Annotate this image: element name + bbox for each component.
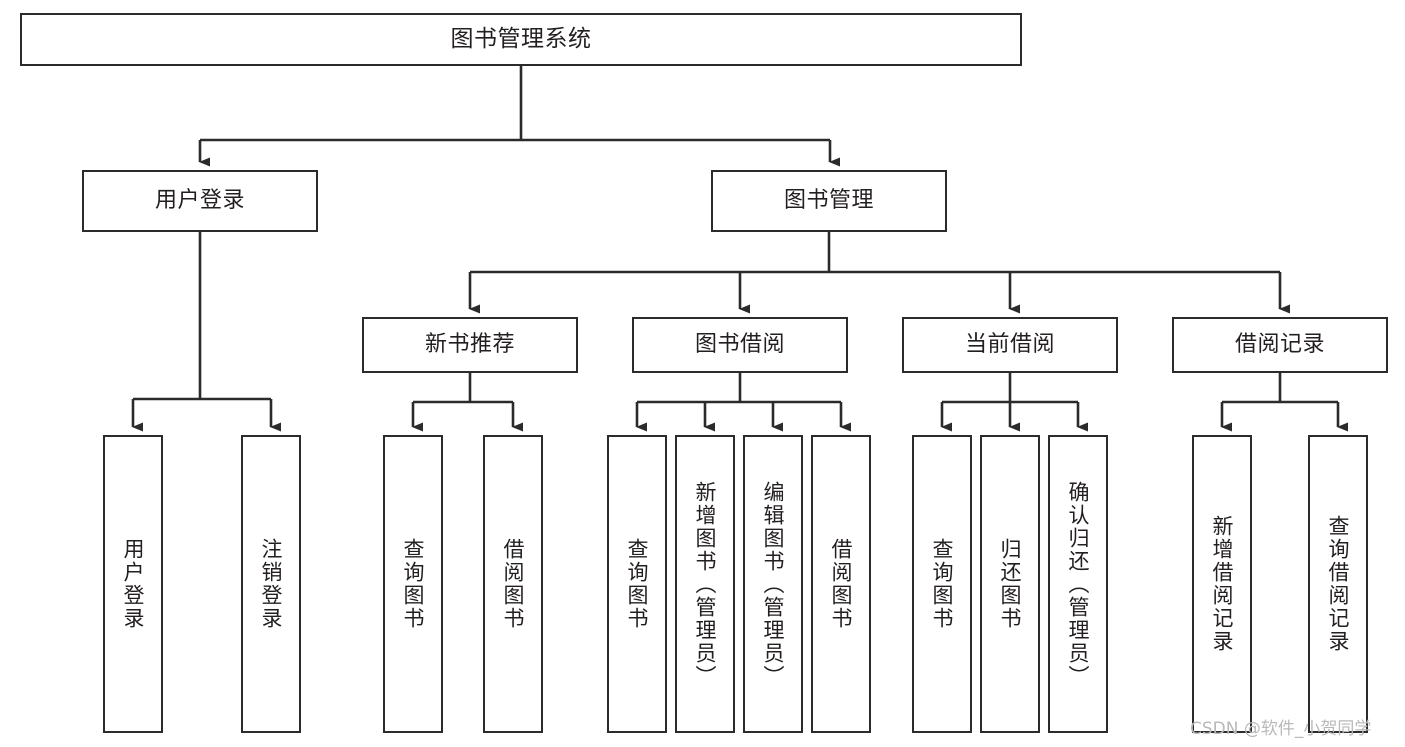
node-new-book-recommend[interactable]: 新书推荐	[362, 317, 578, 373]
node-label: 图书管理	[783, 188, 874, 214]
node-label: 查询图书	[625, 538, 650, 630]
node-label: 借阅图书	[501, 538, 526, 630]
node-label: 编辑图书（管理员）	[761, 480, 786, 688]
node-leaf-confirm-return-admin[interactable]: 确认归还（管理员）	[1048, 435, 1108, 733]
node-label: 确认归还（管理员）	[1066, 480, 1091, 688]
node-book-management[interactable]: 图书管理	[711, 170, 947, 232]
node-borrow-record[interactable]: 借阅记录	[1172, 317, 1388, 373]
node-label: 借阅图书	[829, 538, 854, 630]
node-leaf-query-borrow-record[interactable]: 查询借阅记录	[1308, 435, 1368, 733]
node-leaf-add-book-admin[interactable]: 新增图书（管理员）	[675, 435, 735, 733]
node-leaf-logout[interactable]: 注销登录	[241, 435, 301, 733]
node-leaf-add-borrow-record[interactable]: 新增借阅记录	[1192, 435, 1252, 733]
node-root-book-management-system[interactable]: 图书管理系统	[20, 13, 1022, 66]
node-leaf-query-book-borrow[interactable]: 查询图书	[607, 435, 667, 733]
node-label: 图书借阅	[694, 332, 785, 358]
node-label: 新增图书（管理员）	[693, 480, 718, 688]
node-label: 新书推荐	[424, 332, 515, 358]
node-label: 新增借阅记录	[1210, 515, 1235, 653]
node-label: 查询图书	[930, 538, 955, 630]
node-current-borrow[interactable]: 当前借阅	[902, 317, 1118, 373]
node-label: 用户登录	[154, 188, 245, 214]
node-label: 当前借阅	[964, 332, 1055, 358]
node-leaf-borrow-book-recommend[interactable]: 借阅图书	[483, 435, 543, 733]
node-leaf-return-book[interactable]: 归还图书	[980, 435, 1040, 733]
node-label: 归还图书	[998, 538, 1023, 630]
node-label: 查询图书	[401, 538, 426, 630]
node-label: 用户登录	[121, 538, 146, 630]
node-user-login[interactable]: 用户登录	[82, 170, 318, 232]
node-leaf-query-book-current[interactable]: 查询图书	[912, 435, 972, 733]
node-label: 查询借阅记录	[1326, 515, 1351, 653]
node-label: 图书管理系统	[450, 26, 592, 53]
node-leaf-query-book-recommend[interactable]: 查询图书	[383, 435, 443, 733]
node-label: 借阅记录	[1234, 332, 1325, 358]
node-leaf-edit-book-admin[interactable]: 编辑图书（管理员）	[743, 435, 803, 733]
node-leaf-user-login[interactable]: 用户登录	[103, 435, 163, 733]
csdn-watermark: CSDN @软件_小贺同学	[1190, 719, 1372, 739]
node-book-borrow[interactable]: 图书借阅	[632, 317, 848, 373]
node-leaf-borrow-book[interactable]: 借阅图书	[811, 435, 871, 733]
node-label: 注销登录	[259, 538, 284, 630]
